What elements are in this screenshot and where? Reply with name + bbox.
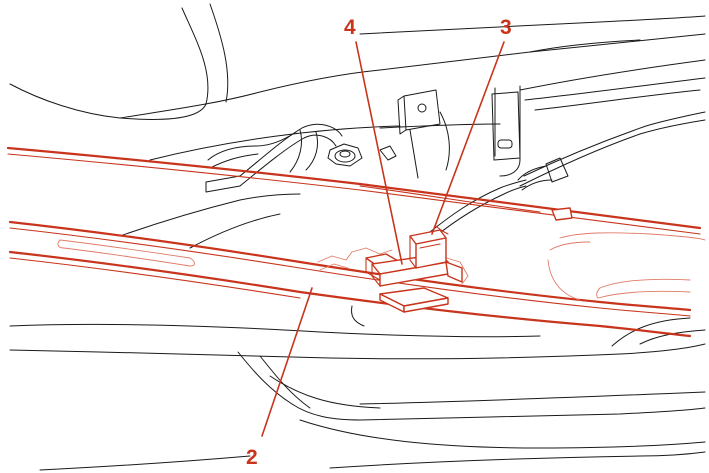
mounting-bracket-left — [397, 89, 441, 135]
leader-4 — [355, 41, 403, 265]
upper-rail — [6, 146, 702, 235]
lower-block — [351, 287, 449, 327]
leader-lines — [261, 41, 505, 437]
callout-2: 2 — [246, 446, 258, 469]
side-panel — [547, 232, 706, 301]
rail-part-2 — [8, 220, 692, 338]
leader-3 — [431, 41, 505, 235]
vehicle-body-outline — [9, 3, 706, 471]
bolt-icon — [327, 143, 397, 167]
mounting-bracket-right — [491, 91, 521, 161]
callout-4: 4 — [344, 16, 356, 39]
strap — [119, 123, 343, 249]
connector-part-3 — [409, 225, 449, 269]
leader-2 — [261, 287, 313, 437]
callout-3: 3 — [500, 16, 512, 39]
